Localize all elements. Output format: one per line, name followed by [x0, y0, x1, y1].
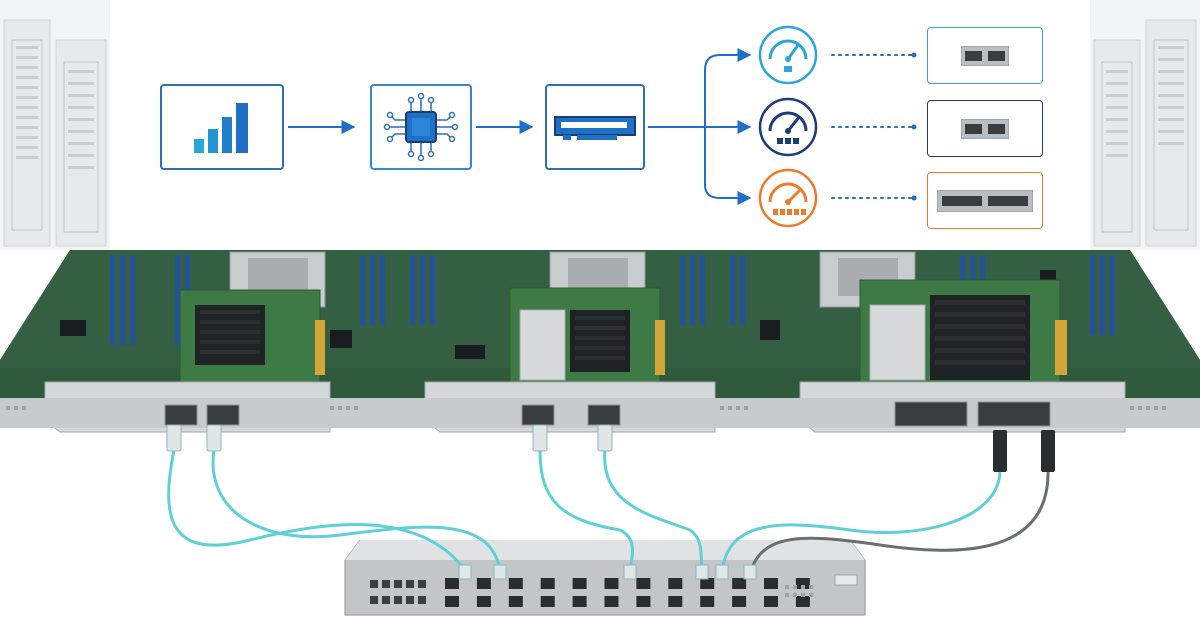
- switch-port: [572, 596, 587, 607]
- dual-sfp-port-icon: [961, 118, 1009, 139]
- server-chassis: [0, 250, 1200, 433]
- speed-tier-2: [758, 97, 818, 157]
- switch-port: [732, 578, 747, 589]
- fiber-cable-4: [603, 448, 704, 577]
- switch-port: [764, 596, 778, 607]
- switch-port: [795, 596, 810, 607]
- fiber-cable-5: [720, 468, 1002, 577]
- switch-port: [445, 578, 459, 589]
- switch-port: [764, 578, 778, 589]
- switch-port: [572, 578, 587, 589]
- switch-port: [508, 578, 523, 589]
- switch-port: [700, 596, 715, 607]
- speed-tier-3: [758, 168, 818, 228]
- left-server-rack: [0, 0, 110, 250]
- dual-sfp-port-icon: [961, 45, 1009, 66]
- switch-port: [540, 596, 555, 607]
- speed-tier-1: [758, 25, 818, 85]
- port-box-tier-1: [927, 27, 1043, 84]
- switch-port: [668, 596, 683, 607]
- switch-port: [636, 596, 651, 607]
- switch-port: [732, 596, 747, 607]
- speedometer-icon: [768, 182, 808, 215]
- fiber-cable-1: [167, 448, 467, 572]
- switch-port: [604, 596, 619, 607]
- bar-chart-icon: [194, 103, 248, 153]
- flow-connectors: [288, 48, 917, 205]
- speedometer-icon: [768, 39, 808, 72]
- expansion-slot-node: [545, 84, 645, 170]
- switch-port: [795, 578, 810, 589]
- switch-port: [700, 578, 715, 589]
- speedometer-icon: [768, 111, 808, 144]
- fiber-cable-2: [211, 448, 502, 572]
- switch-port: [476, 596, 491, 607]
- pcie-slot-icon: [554, 116, 636, 140]
- switch-port: [540, 578, 555, 589]
- fiber-cable-6: [748, 468, 1050, 577]
- branch-to-tier-3: [704, 127, 752, 205]
- switch-port: [636, 578, 651, 589]
- right-server-rack: [1090, 0, 1200, 250]
- switch-port: [668, 578, 683, 589]
- traffic-node: [160, 84, 284, 170]
- processor-node: [370, 84, 472, 170]
- port-box-tier-3: [927, 172, 1043, 229]
- dual-qsfp-port-icon: [937, 189, 1033, 212]
- port-box-tier-2: [927, 100, 1043, 157]
- branch-to-tier-1: [704, 48, 752, 127]
- switch-port: [604, 578, 619, 589]
- fiber-cable-3: [538, 448, 634, 577]
- chip-icon: [383, 92, 459, 162]
- switch-port: [445, 596, 459, 607]
- network-switch: [344, 540, 866, 616]
- switch-port: [508, 596, 523, 607]
- switch-port: [476, 578, 491, 589]
